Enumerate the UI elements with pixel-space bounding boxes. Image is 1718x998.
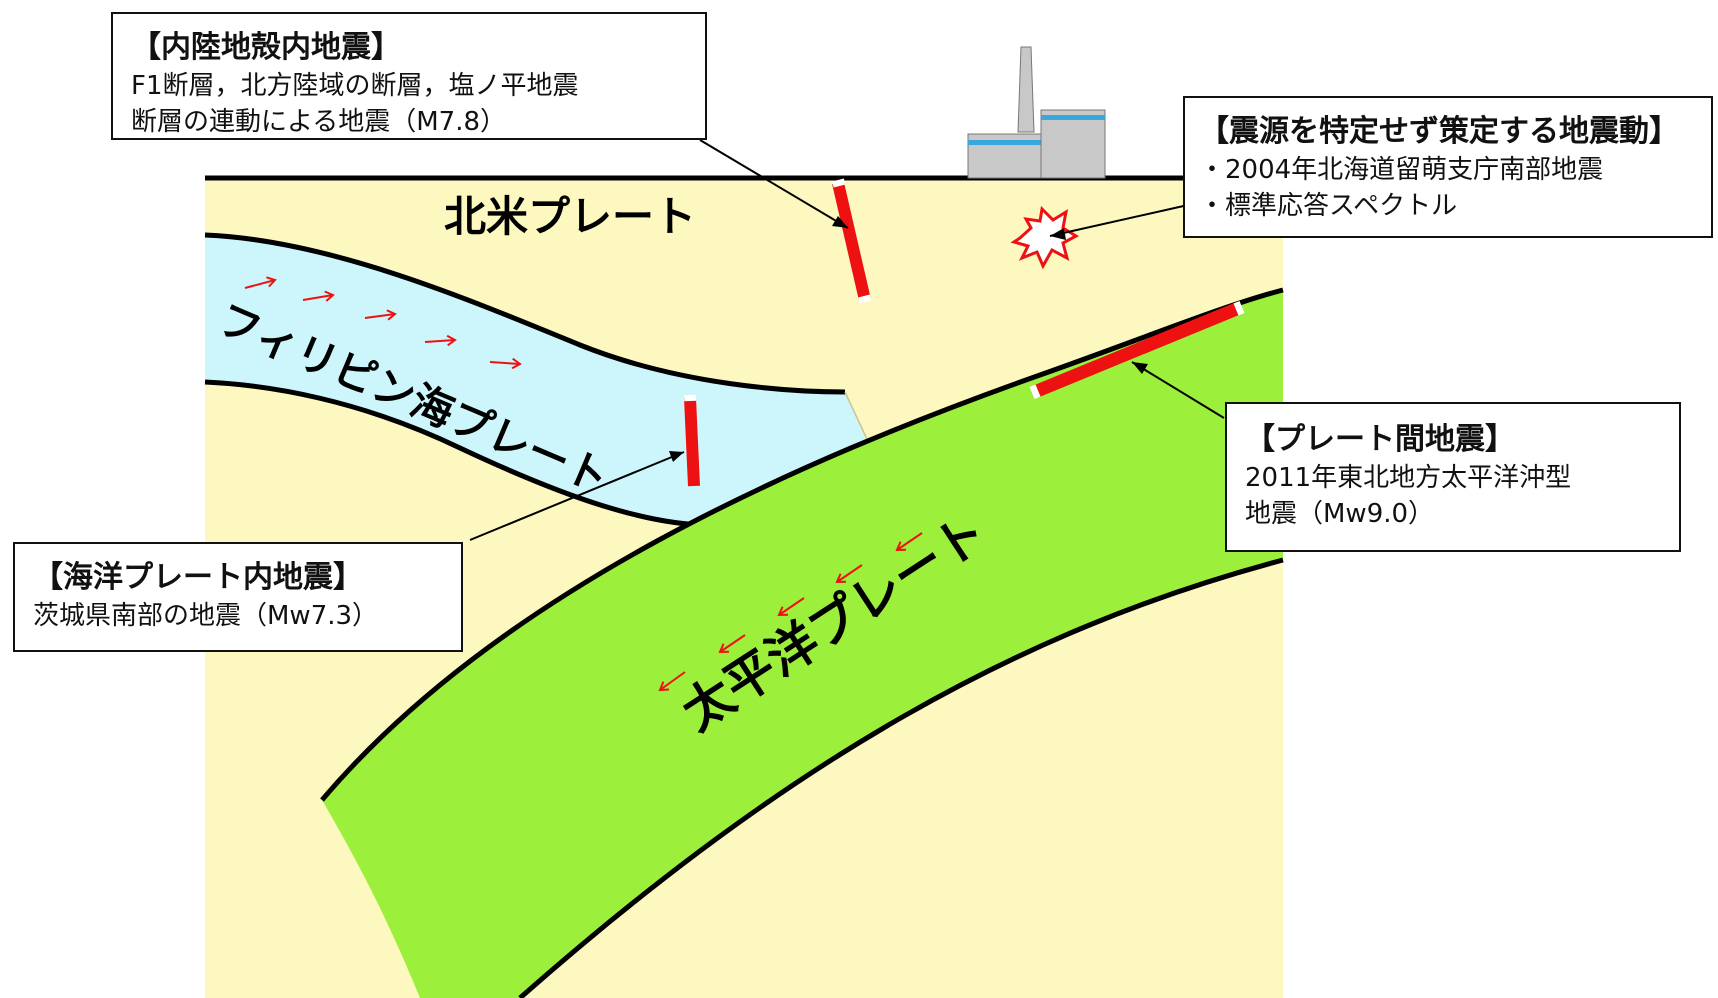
red-arrow-icon <box>778 597 805 616</box>
inland-crustal-fault <box>832 178 872 304</box>
philippine-sea-plate-upper-boundary <box>204 232 846 395</box>
interplate-callout: 【プレート間地震】 2011年東北地方太平洋沖型 地震（Mw9.0） <box>1225 402 1681 552</box>
oceanic-intraplate-callout: 【海洋プレート内地震】 茨城県南部の地震（Mw7.3） <box>13 542 463 652</box>
interplate-fault <box>1029 301 1245 399</box>
oceanic-intraplate-line-1: 茨城県南部の地震（Mw7.3） <box>33 601 379 631</box>
red-arrow-icon <box>364 313 396 319</box>
interplate-leader-arrowhead <box>1132 362 1148 374</box>
unspecified-source-line-1: ・2004年北海道留萌支庁南部地震 <box>1199 155 1604 185</box>
red-arrow-head <box>835 573 847 584</box>
unspecified-source-line-2: ・標準応答スペクトル <box>1199 191 1458 221</box>
pacific-plate-lower-boundary <box>518 557 1284 998</box>
north-american-plate-label: 北米プレート <box>444 192 697 241</box>
pacific-plate-area <box>322 290 1283 998</box>
red-arrow-head <box>266 276 277 288</box>
inland-crustal-leader-arrowhead <box>832 216 848 228</box>
oceanic-intraplate-leader-line <box>469 451 685 541</box>
inland-crustal-leader-line <box>699 139 849 229</box>
inland-crustal-line-1: F1断層，北方陸域の断層，塩ノ平地震 <box>131 71 579 101</box>
red-arrow-head <box>511 357 522 370</box>
red-arrow-icon <box>302 294 334 301</box>
interplate-line-1: 2011年東北地方太平洋沖型 <box>1245 463 1572 493</box>
philippine-sea-plate-area <box>205 235 870 526</box>
red-arrow-head <box>895 541 907 552</box>
red-arrow-icon <box>836 564 863 583</box>
red-arrow-head <box>658 681 670 692</box>
oceanic-intraplate-title: 【海洋プレート内地震】 <box>33 560 363 595</box>
red-arrow-icon <box>244 279 276 289</box>
red-arrow-head <box>324 290 335 302</box>
interplate-leader-line <box>1131 361 1225 419</box>
unspecified-source-callout: 【震源を特定せず策定する地震動】 ・2004年北海道留萌支庁南部地震 ・標準応答… <box>1183 96 1713 238</box>
philippine-sea-plate-lower-boundary <box>204 379 721 528</box>
inland-crustal-callout: 【内陸地殻内地震】 F1断層，北方陸域の断層，塩ノ平地震 断層の連動による地震（… <box>111 12 707 140</box>
oceanic-intraplate-leader-arrowhead <box>669 451 684 462</box>
red-arrow-icon <box>659 671 686 691</box>
unspecified-source-title: 【震源を特定せず策定する地震動】 <box>1199 114 1679 149</box>
interplate-title: 【プレート間地震】 <box>1245 422 1515 457</box>
red-arrow-icon <box>424 339 456 343</box>
power-plant-icon <box>967 46 1106 179</box>
red-arrow-head <box>386 309 397 321</box>
interplate-line-2: 地震（Mw9.0） <box>1245 499 1435 529</box>
red-arrow-icon <box>896 532 923 551</box>
oceanic-intraplate-fault <box>684 394 700 487</box>
inland-crustal-title: 【内陸地殻内地震】 <box>131 30 401 65</box>
red-arrow-head <box>718 643 730 654</box>
red-arrow-icon <box>719 634 746 653</box>
red-arrow-head <box>777 606 789 617</box>
red-arrow-head <box>446 334 457 347</box>
unspecified-source-leader-line <box>1049 204 1189 237</box>
explosion-burst-icon <box>1010 205 1080 270</box>
red-arrow-icon <box>489 361 521 365</box>
inland-crustal-line-2: 断層の連動による地震（M7.8） <box>131 107 507 137</box>
unspecified-source-leader-arrowhead <box>1050 228 1066 240</box>
plate-motion-arrows <box>244 276 923 692</box>
pacific-plate-upper-boundary <box>320 287 1284 802</box>
